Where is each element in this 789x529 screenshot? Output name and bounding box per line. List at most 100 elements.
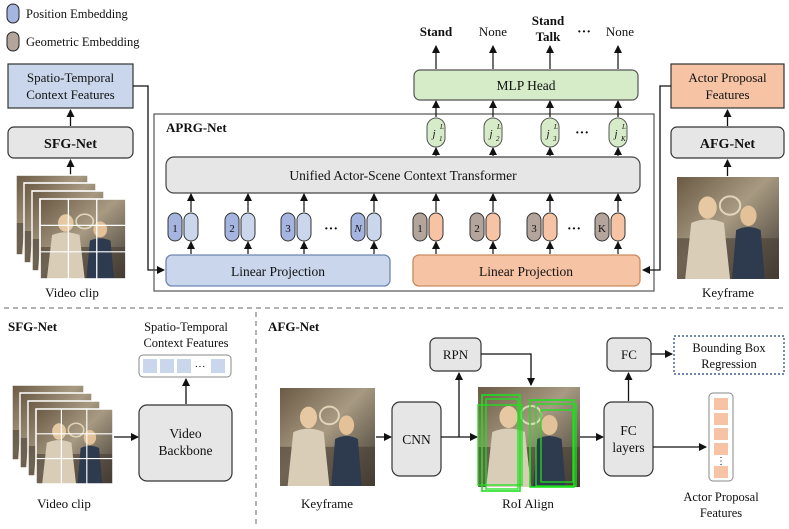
svg-text:L: L xyxy=(553,123,558,131)
legend-geometric-swatch xyxy=(6,31,20,52)
video-clip-label-bottom: Video clip xyxy=(37,496,91,511)
j-token-sub-2: 2 xyxy=(496,135,500,143)
keyframe-label-top: Keyframe xyxy=(702,285,754,300)
actor-feature-vector-dots: ⋮ xyxy=(716,456,726,467)
bbox-regression-line1: Bounding Box xyxy=(692,341,766,355)
j-token-sub-3: 3 xyxy=(552,135,557,143)
geometric-token-pair-1: 1 xyxy=(412,193,444,254)
position-token-label-3: 3 xyxy=(285,223,291,235)
fc-label: FC xyxy=(621,347,637,362)
sfg-feature-vector: ··· xyxy=(138,354,232,378)
top-right-column: Actor Proposal Features AFG-Net Keyframe xyxy=(670,63,785,300)
keyframe-image-bottom xyxy=(279,387,376,487)
unified-transformer-box xyxy=(165,156,641,194)
stc-features-box xyxy=(7,63,134,109)
unified-transformer-label: Unified Actor-Scene Context Transformer xyxy=(289,168,517,183)
sfg-detail-features-line2: Context Features xyxy=(143,336,228,350)
geometric-token-pairs: 1 2 3 ··· K xyxy=(412,193,626,254)
j-token-sub-1: 1 xyxy=(439,135,443,143)
position-token-pair-2: 2 xyxy=(224,193,256,254)
position-token-pair-1: 1 xyxy=(167,193,199,254)
j-token-sub-k: K xyxy=(620,135,626,143)
afg-net-detail: AFG-Net Keyframe CNN RPN RoI Align FC la… xyxy=(268,319,785,520)
output-label-4: ··· xyxy=(577,25,591,40)
svg-text:j: j xyxy=(544,128,549,140)
linear-projection-right-label: Linear Projection xyxy=(479,264,573,279)
geometric-token-label-2: 2 xyxy=(474,223,480,235)
stc-features-line2: Context Features xyxy=(26,87,114,102)
mlp-head: MLP Head xyxy=(413,69,639,101)
roi-align-label: RoI Align xyxy=(502,496,554,511)
legend-position-label: Position Embedding xyxy=(26,7,128,21)
output-label-3-line2: Talk xyxy=(536,29,562,44)
j-token-2: j L 2 xyxy=(483,100,503,156)
geometric-token-pair-2: 2 xyxy=(469,193,501,254)
svg-text:j: j xyxy=(487,128,492,140)
position-token-label-n: N xyxy=(353,223,362,235)
output-label-1: Stand xyxy=(420,24,453,39)
j-tokens: j L 1 j L 2 j L 3 ··· xyxy=(426,100,628,156)
keyframe-image-top xyxy=(675,175,781,281)
bbox-regression-box xyxy=(673,335,785,375)
aprg-net-title: APRG-Net xyxy=(166,120,227,135)
geometric-token-pair-k: K xyxy=(594,193,626,254)
roi-align-image xyxy=(476,385,582,492)
fc-layers-box xyxy=(603,401,654,477)
video-clip-stack-top xyxy=(15,174,127,280)
mlp-head-box xyxy=(413,69,639,101)
j-token-ellipsis: ··· xyxy=(575,126,589,141)
sfg-feature-vector-dots: ··· xyxy=(195,361,206,373)
linear-projection-left-label: Linear Projection xyxy=(231,264,325,279)
svg-text:L: L xyxy=(439,123,444,131)
top-left-column: Spatio-Temporal Context Features SFG-Net… xyxy=(7,63,134,300)
output-label-5: None xyxy=(606,24,634,39)
position-token-pair-n: N xyxy=(350,193,382,254)
fc-layers-line1: FC xyxy=(620,423,637,438)
j-token-k: j L K xyxy=(608,100,628,156)
cnn-box xyxy=(391,401,442,477)
linear-projection-right-box xyxy=(412,254,641,287)
geometric-token-label-1: 1 xyxy=(417,223,423,235)
bbox-regression-line2: Regression xyxy=(701,357,757,371)
output-label-3-line1: Stand xyxy=(532,13,565,28)
linear-projection-left-box xyxy=(165,254,391,287)
mlp-head-label: MLP Head xyxy=(496,78,555,93)
svg-text:j: j xyxy=(612,128,617,140)
video-backbone-line1: Video xyxy=(169,426,201,441)
aprg-net-frame xyxy=(153,113,655,292)
sfg-net-detail: SFG-Net Spatio-Temporal Context Features… xyxy=(8,319,233,511)
sfg-detail-features-line1: Spatio-Temporal xyxy=(144,320,228,334)
svg-text:L: L xyxy=(621,123,626,131)
afg-net-label: AFG-Net xyxy=(700,137,756,152)
actor-feature-vector: ⋮ xyxy=(708,392,734,482)
rpn-label: RPN xyxy=(443,347,469,362)
output-label-2: None xyxy=(479,24,507,39)
video-clip-label-top: Video clip xyxy=(45,285,99,300)
video-backbone-line2: Backbone xyxy=(159,443,213,458)
keyframe-label-bottom: Keyframe xyxy=(301,496,353,511)
position-token-label-2: 2 xyxy=(229,223,235,235)
position-token-label-1: 1 xyxy=(172,223,178,235)
video-clip-stack-bottom xyxy=(11,384,114,485)
actor-proposal-features-line1: Actor Proposal xyxy=(688,70,767,85)
legend-position-swatch xyxy=(6,3,20,24)
stc-features-line1: Spatio-Temporal xyxy=(27,70,115,85)
actor-proposal-features-line2: Features xyxy=(705,87,749,102)
geometric-token-label-k: K xyxy=(598,223,606,235)
sfg-net-detail-title: SFG-Net xyxy=(8,319,58,334)
geometric-token-pair-3: 3 xyxy=(526,193,558,254)
geometric-token-ellipsis: ··· xyxy=(567,222,581,237)
geometric-token-label-3: 3 xyxy=(531,223,537,235)
afg-actor-proposal-line2: Features xyxy=(700,506,742,520)
fc-layers-line2: layers xyxy=(612,440,644,455)
afg-actor-proposal-line1: Actor Proposal xyxy=(683,490,759,504)
afg-net-detail-title: AFG-Net xyxy=(268,319,320,334)
svg-text:L: L xyxy=(496,123,501,131)
afg-net-box xyxy=(670,126,785,159)
j-token-1: j L 1 xyxy=(426,100,446,156)
legend: Position Embedding Geometric Embedding xyxy=(6,3,140,52)
position-token-pair-3: 3 xyxy=(280,193,312,254)
video-backbone-box xyxy=(138,404,233,482)
cnn-label: CNN xyxy=(402,432,431,447)
